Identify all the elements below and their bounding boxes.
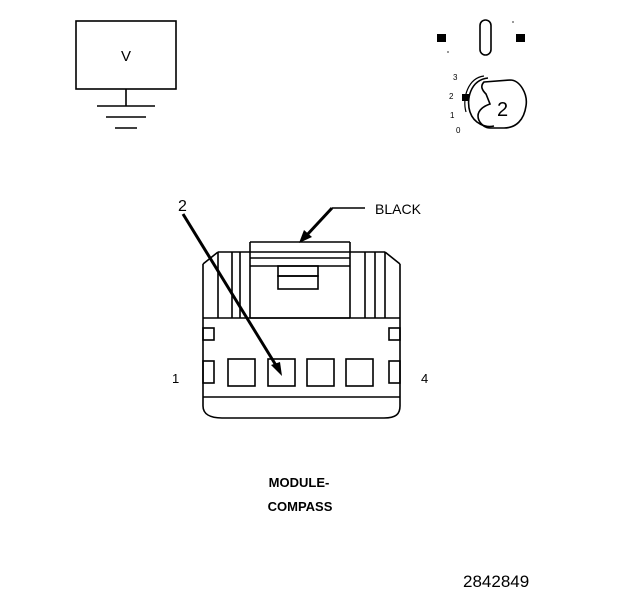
ignition-position-2: 2: [449, 92, 454, 101]
cavity-4: [345, 358, 374, 387]
callout-arrow-color: [299, 206, 365, 243]
ignition-position-3: 3: [453, 73, 458, 82]
connector-cavities: [227, 358, 374, 387]
ignition-position-0: 0: [456, 126, 461, 135]
ignition-switch-icon: 2 3 2 1 0: [449, 73, 528, 135]
pin-first-label: 1: [172, 371, 179, 386]
connector-name-line1: MODULE-: [269, 475, 330, 490]
ground-icon: [97, 105, 155, 129]
pin-last-label: 4: [421, 371, 428, 386]
ignition-key-number: 2: [497, 99, 508, 121]
cavity-1: [227, 358, 256, 387]
ignition-position-1: 1: [450, 111, 455, 120]
callout-arrow-pin: [181, 213, 282, 376]
connector-name-line2: COMPASS: [268, 499, 333, 514]
connector-color-label: BLACK: [375, 201, 422, 217]
figure-id: 2842849: [463, 572, 529, 591]
connector-body: [202, 241, 401, 419]
callout-pin-number: 2: [178, 198, 187, 215]
voltmeter-symbol: V: [121, 48, 131, 65]
ignition-key-slot-icon: [437, 19, 525, 56]
cavity-2: [267, 358, 296, 387]
cavity-3: [306, 358, 335, 387]
voltmeter-icon: V: [75, 20, 177, 106]
